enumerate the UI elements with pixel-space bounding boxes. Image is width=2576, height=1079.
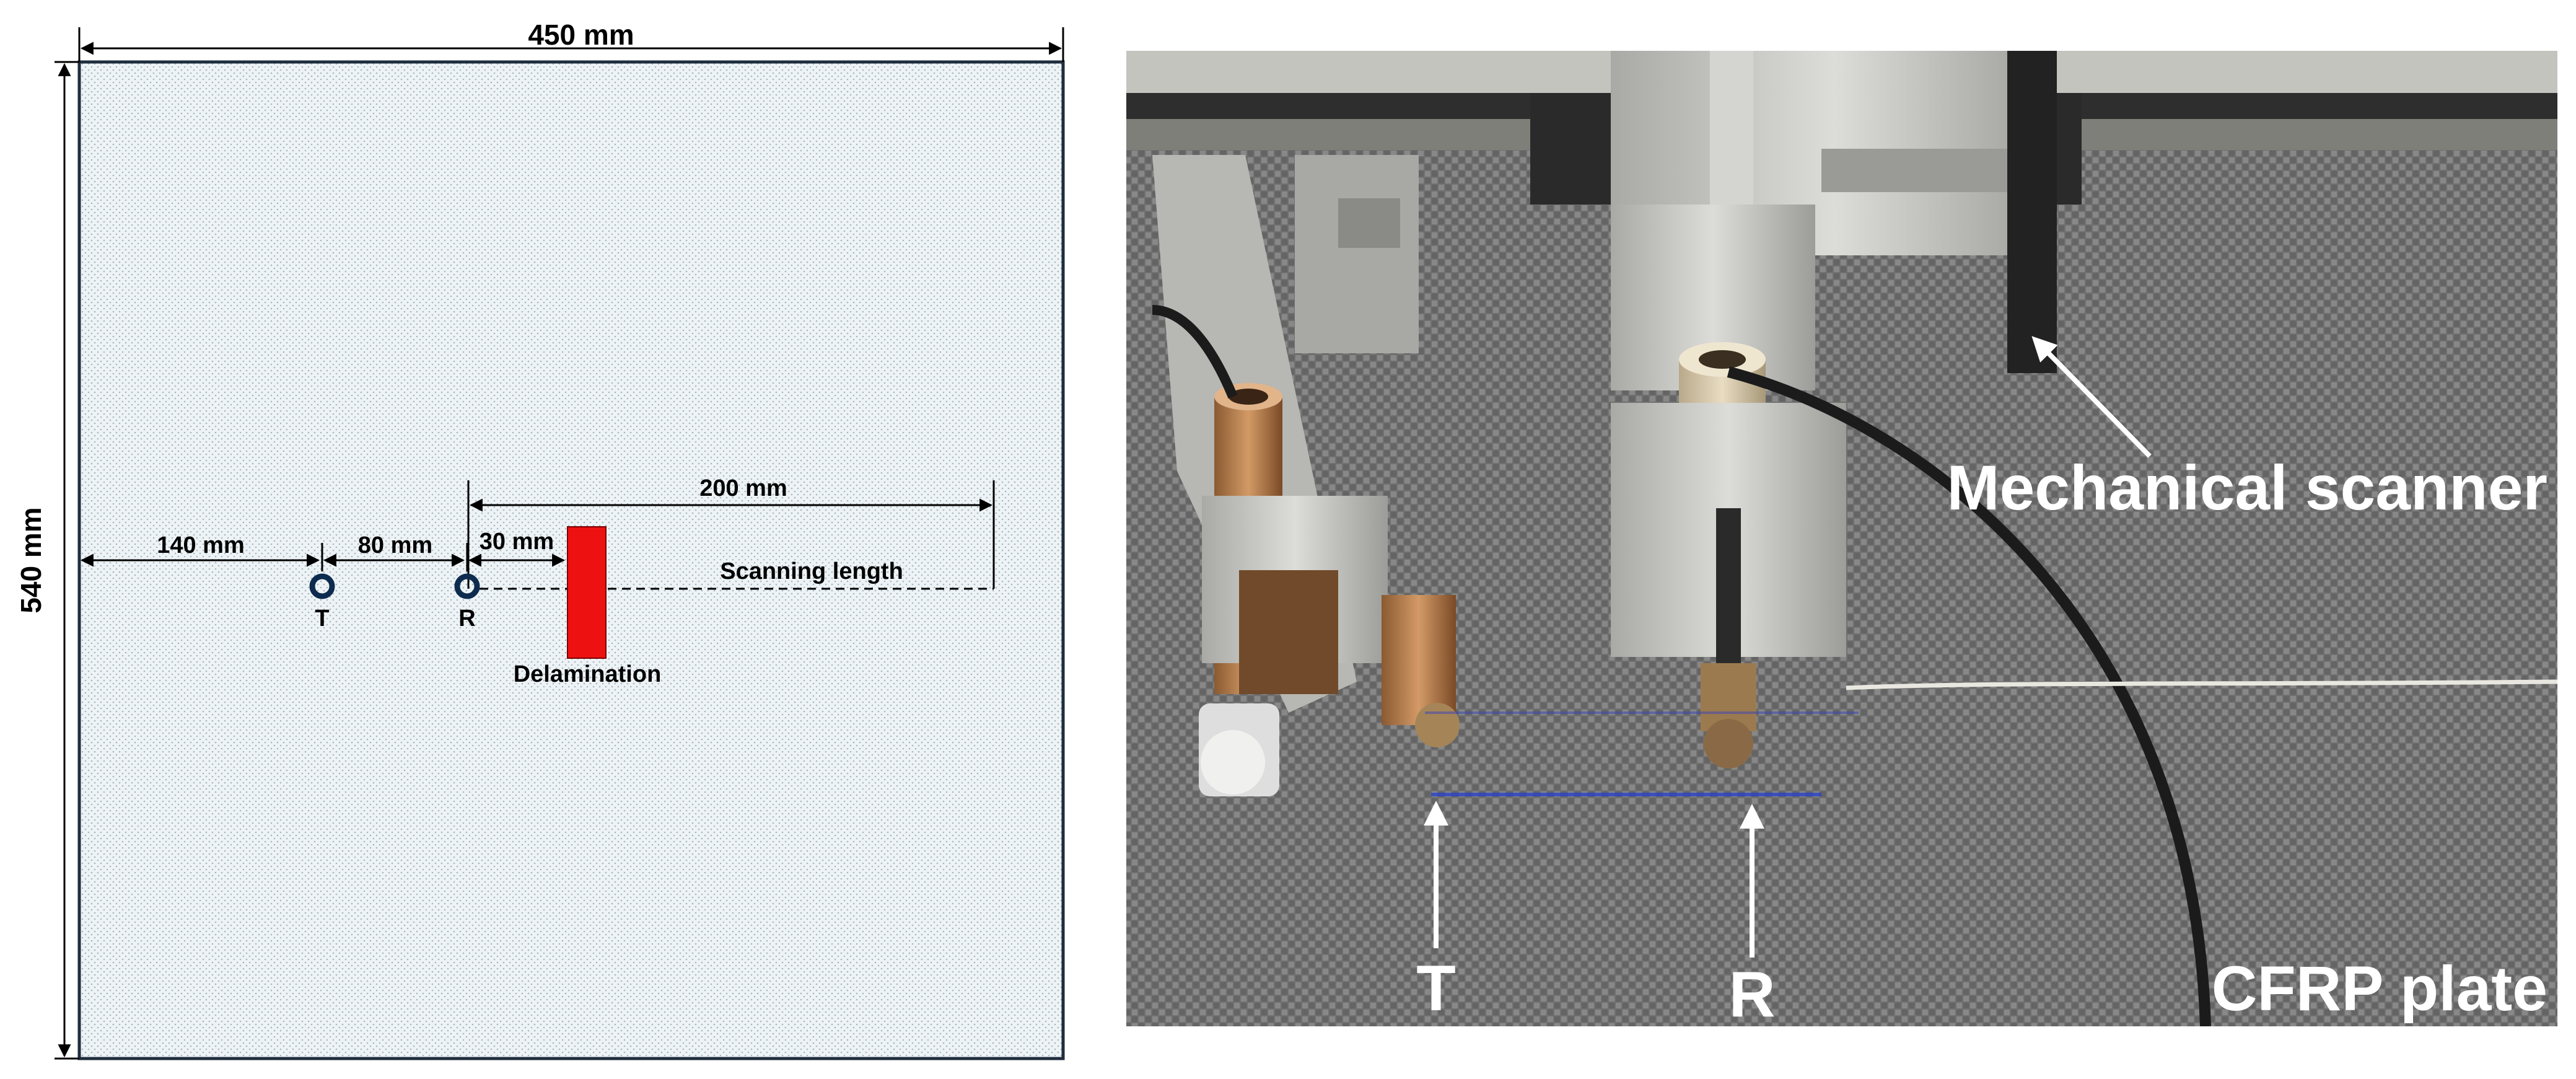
scanning-length-label: Scanning length [720,558,903,584]
photo-transmitter-label: T [1416,953,1456,1024]
plate-height-label: 540 mm [15,507,47,613]
photo-receiver-label: R [1728,959,1775,1031]
delamination-block [567,526,607,659]
dim-30-label: 30 mm [480,529,554,555]
cfrp-plate-surface [1126,51,2557,1026]
scanner-rail [1126,51,2557,119]
receiver-probe-tube [1679,359,1766,514]
mechanical-scanner-label: Mechanical scanner [1947,452,2548,523]
scanner-arrow [2031,336,2152,458]
dim-80-label: 80 mm [358,532,432,558]
cfrp-plate-label: CFRP plate [2212,953,2548,1024]
dim-200-label: 200 mm [699,475,787,501]
plate-width-label: 450 mm [528,19,634,51]
transmitter-sensor-icon [309,573,335,599]
transmitter-cable [1152,305,1238,399]
receiver-label: R [458,606,475,632]
delamination-label: Delamination [514,661,662,687]
plate-width-dimension [78,27,1064,62]
left-support-column [1152,155,1357,713]
receiver-sensor-icon [454,573,480,599]
transmitter-probe-tube [1214,397,1282,694]
receiver-cable [1727,366,2211,1026]
transmitter-label: T [315,606,329,632]
scan-trace-line [1846,679,2557,690]
dim-140-label: 140 mm [157,532,245,558]
plate-height-dimension [55,61,79,1060]
plate-schematic: 450 mm 540 mm 140 mm 80 mm 30 mm 200 mm … [15,19,1065,1060]
right-carriage-block [1611,51,2057,255]
